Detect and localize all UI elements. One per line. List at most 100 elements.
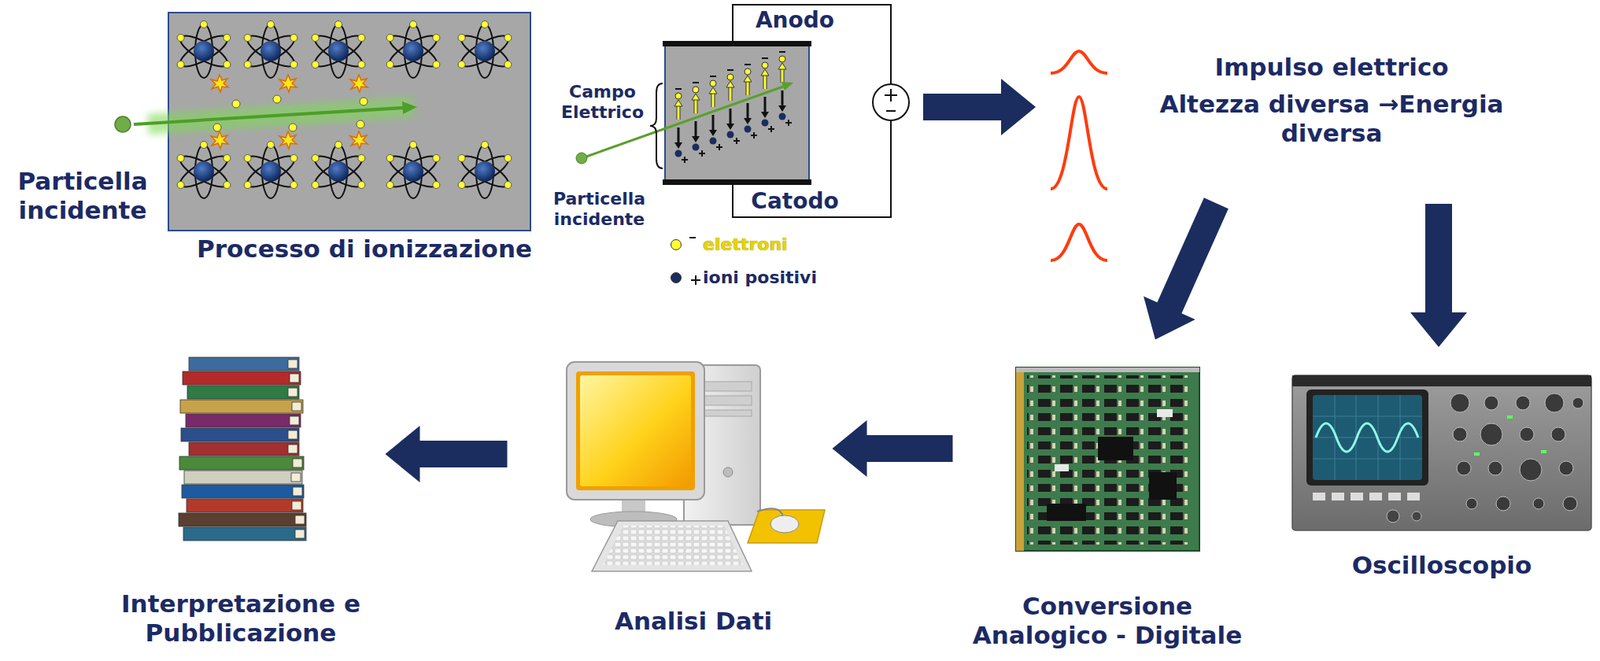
detector-picture <box>576 152 588 164</box>
detector-picture <box>665 42 810 184</box>
books-picture <box>292 487 303 496</box>
ionization-picture <box>273 95 281 104</box>
flow-arrow <box>1143 197 1229 340</box>
detector-picture <box>726 70 735 101</box>
books-picture <box>184 470 303 485</box>
detector-picture <box>650 83 663 169</box>
oscilloscope-picture <box>1312 395 1423 481</box>
oscilloscope-picture <box>1519 427 1534 442</box>
books-picture <box>291 472 301 482</box>
computer-picture <box>591 521 752 572</box>
oscilloscope-picture <box>1466 498 1478 510</box>
node-title: Impulso elettrico <box>1214 52 1449 82</box>
books-picture <box>291 501 302 510</box>
adc-board-picture <box>1016 367 1200 551</box>
books-picture <box>188 442 300 456</box>
ionization-picture <box>176 141 232 200</box>
books-picture <box>295 529 305 539</box>
ionization-picture <box>232 99 241 108</box>
ionization-picture <box>359 97 368 106</box>
node-title: Anodo <box>755 9 835 32</box>
detector-picture <box>743 64 752 96</box>
oscilloscope-picture <box>1292 375 1592 387</box>
books-picture <box>295 515 305 525</box>
oscilloscope-picture <box>1544 393 1564 413</box>
detector-picture <box>709 114 723 151</box>
books-picture <box>288 359 298 369</box>
books-picture <box>188 357 300 371</box>
detector-picture <box>576 4 910 285</box>
detector-picture <box>778 90 792 126</box>
legend-dot <box>670 239 682 251</box>
oscilloscope-picture <box>1540 450 1547 454</box>
books-picture <box>291 402 302 411</box>
ionization-picture <box>210 74 229 93</box>
books-picture <box>288 430 298 440</box>
oscilloscope-picture <box>1488 461 1503 476</box>
detector-picture <box>689 236 696 239</box>
flow-arrow <box>1410 203 1467 348</box>
oscilloscope-picture <box>1312 492 1326 501</box>
ionization-picture <box>176 21 232 79</box>
particle-label: Particella incidente <box>546 188 653 231</box>
oscilloscope-picture <box>1572 397 1584 409</box>
detector-picture <box>761 96 775 133</box>
flow-arrow <box>832 420 954 477</box>
oscilloscope-picture <box>1450 393 1470 413</box>
ionization-picture <box>385 21 441 79</box>
pulse-picture <box>1050 224 1108 261</box>
books-picture <box>181 428 300 442</box>
detector-picture <box>726 108 740 145</box>
detector-picture <box>709 76 717 108</box>
ionization-picture <box>288 123 297 132</box>
oscilloscope-picture <box>1507 415 1513 419</box>
oscilloscope-picture <box>1315 423 1419 452</box>
adc-board-picture <box>1149 472 1177 500</box>
books-picture <box>179 456 304 470</box>
ionization-picture <box>114 12 531 231</box>
oscilloscope-picture <box>1484 395 1499 411</box>
computer-picture <box>757 508 784 517</box>
oscilloscope-picture <box>1474 452 1480 456</box>
computer-picture <box>747 509 825 544</box>
detector-picture <box>662 179 812 185</box>
books-picture <box>178 357 307 541</box>
oscilloscope-picture <box>1350 492 1364 501</box>
oscilloscope-picture <box>1563 496 1578 511</box>
flow-arrow <box>923 78 1036 136</box>
detector-picture <box>781 81 794 91</box>
computer: Analisi Dati <box>557 362 830 640</box>
caption: Interpretazione e Pubblicazione <box>109 589 374 648</box>
pulse-picture <box>1050 51 1108 261</box>
ionization-picture <box>350 74 368 93</box>
field-label: Campo Elettrico <box>555 81 650 123</box>
ionization-picture <box>356 120 365 129</box>
books-picture <box>186 498 304 513</box>
oscilloscope-picture <box>1496 496 1511 511</box>
oscilloscope-picture <box>1452 427 1467 442</box>
legend-row: ioni positivi <box>670 266 817 290</box>
ionization-panel: Processo di ionizzazione <box>168 12 558 269</box>
computer-picture <box>602 525 743 566</box>
books-picture <box>292 458 303 468</box>
detector-picture <box>691 121 706 157</box>
computer-picture <box>576 371 695 491</box>
node-text: Altezza diversa →Energia diversa <box>1145 89 1519 148</box>
ionization-picture <box>243 141 299 200</box>
books-picture <box>288 387 298 397</box>
detector-picture <box>662 40 812 47</box>
adc-board-picture <box>1046 503 1087 522</box>
oscilloscope-picture <box>1515 395 1530 411</box>
oscilloscope-picture <box>1306 389 1429 486</box>
books-picture <box>187 385 300 400</box>
books-picture <box>185 413 301 428</box>
adc-board-picture <box>1016 367 1200 373</box>
oscilloscope-picture <box>1551 427 1566 442</box>
ionization-picture <box>114 116 131 133</box>
detector-picture <box>761 58 769 89</box>
adc-board-picture <box>1016 367 1200 551</box>
caption: Analisi Dati <box>614 606 773 636</box>
oscilloscope-picture <box>1292 375 1592 531</box>
oscilloscope-picture <box>1331 492 1345 501</box>
books-picture <box>288 444 298 454</box>
